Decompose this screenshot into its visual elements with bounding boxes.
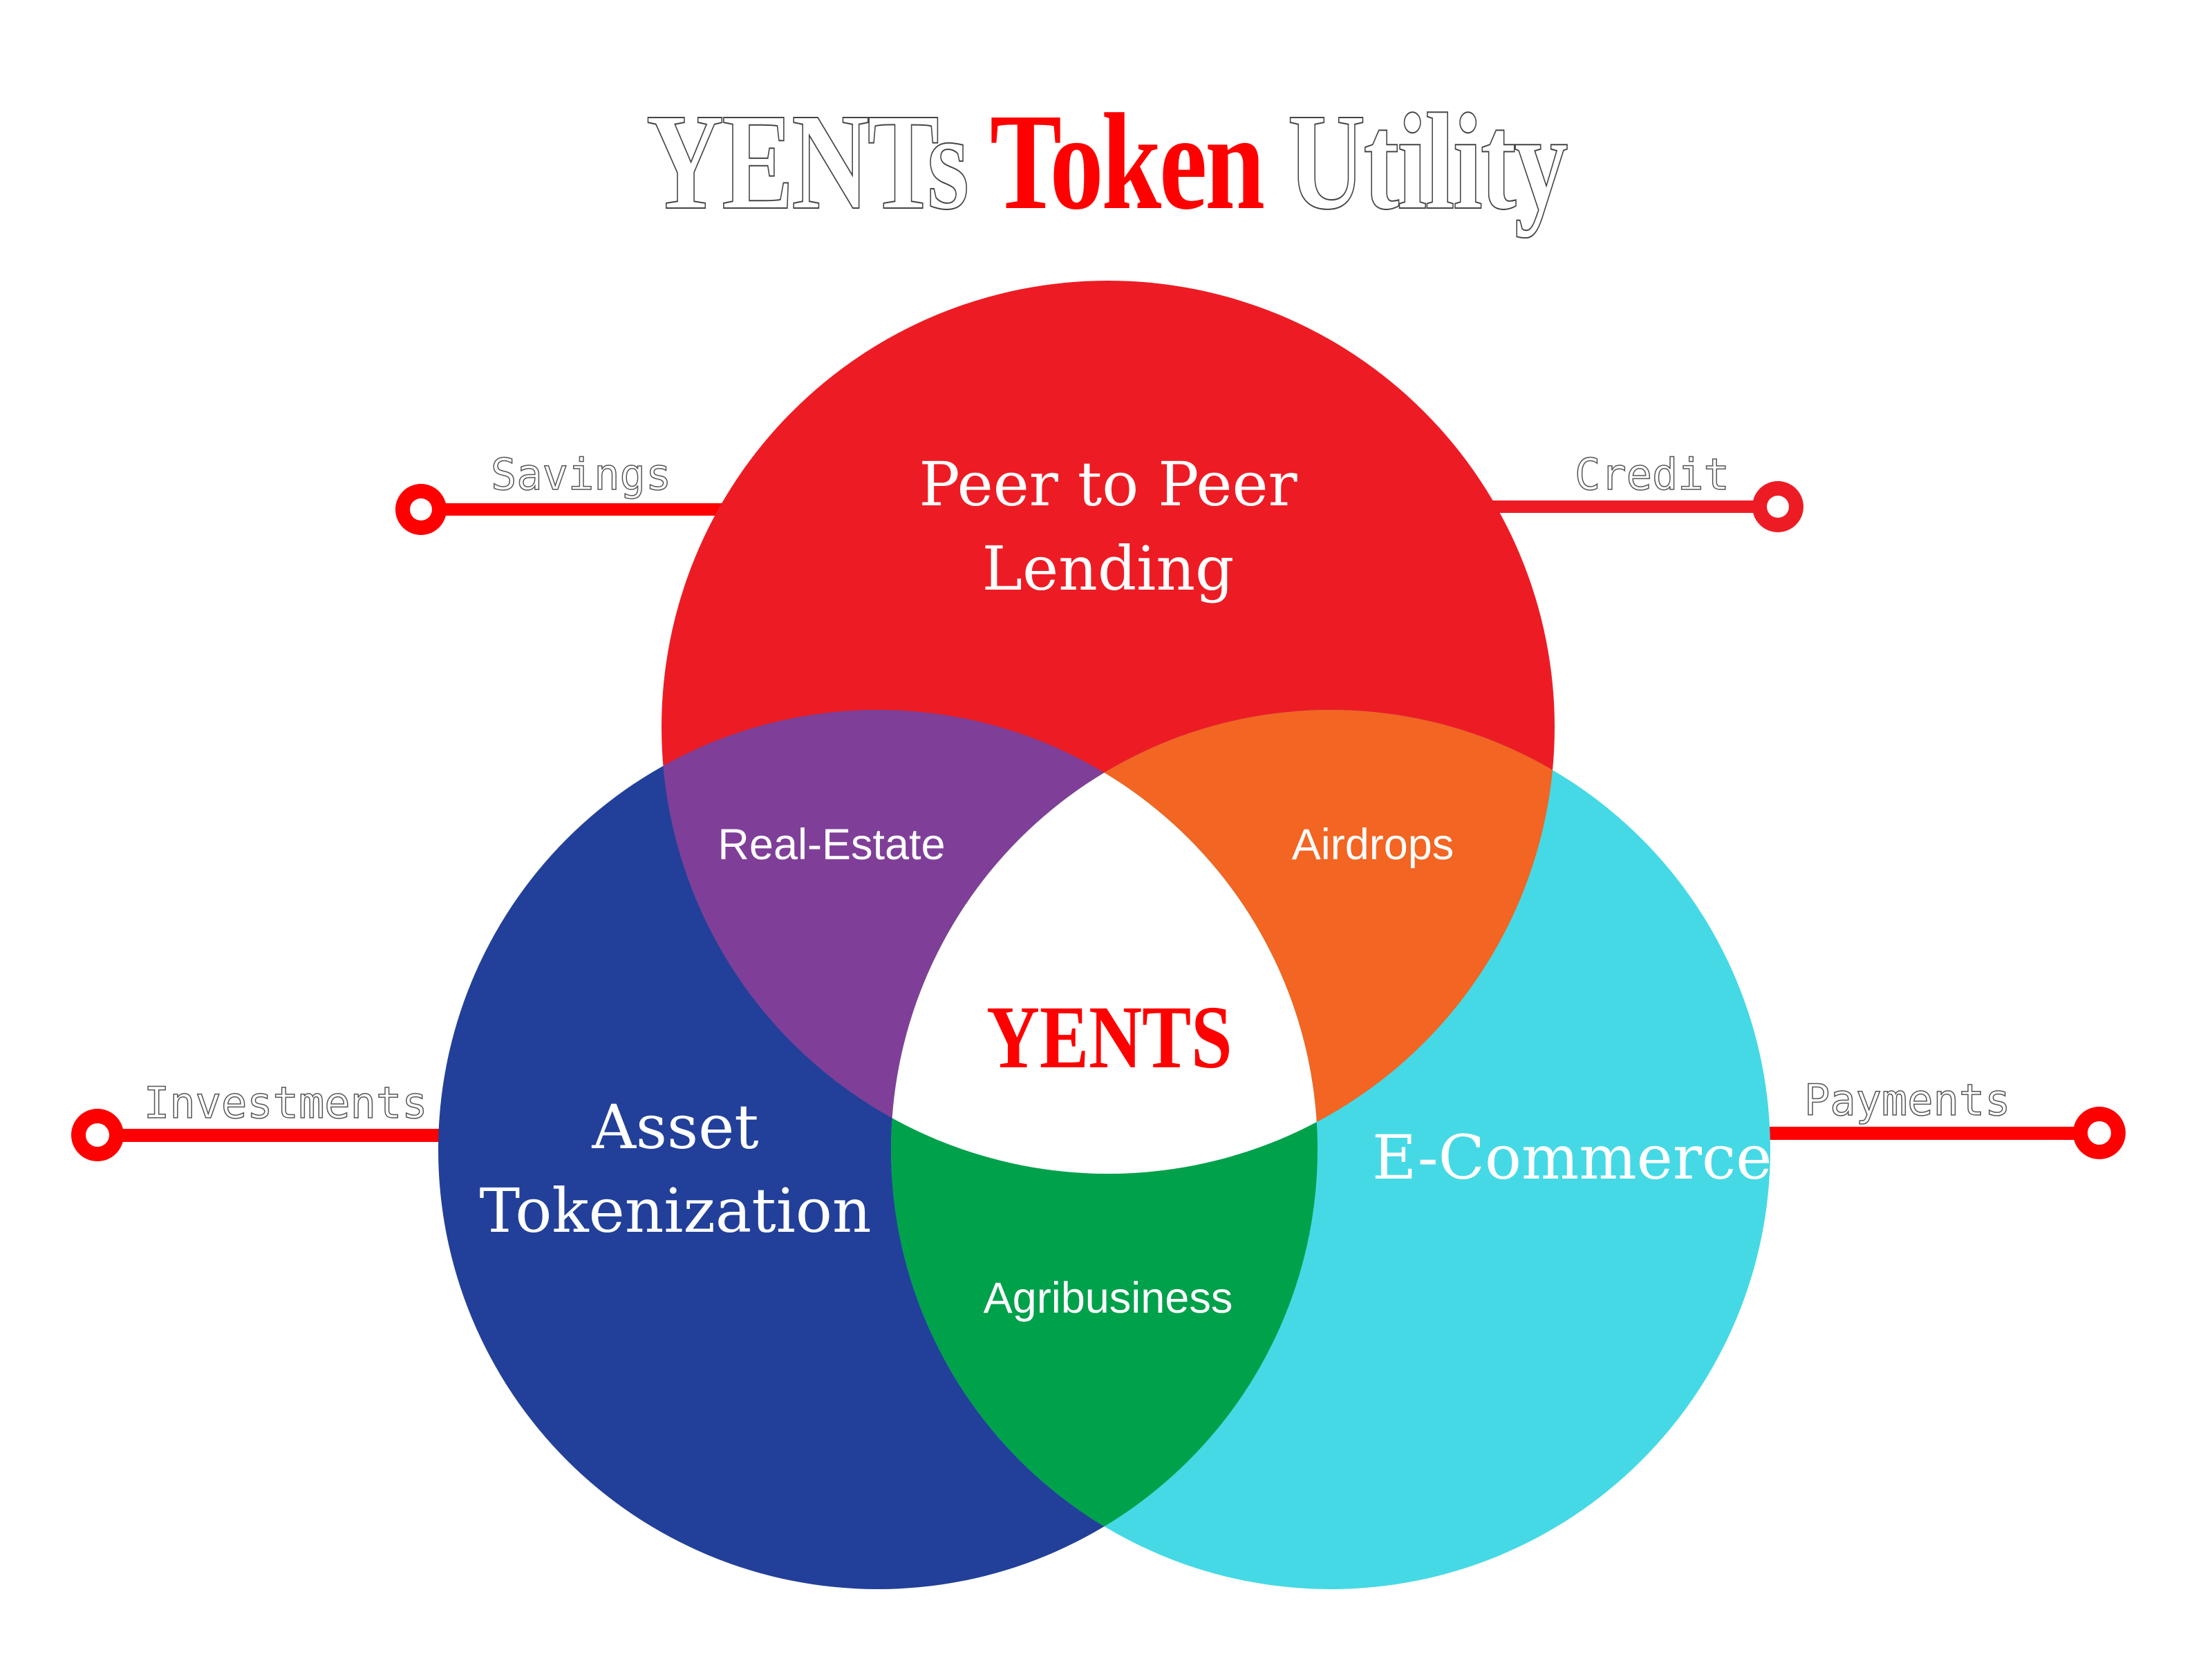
label-real-estate: Real-Estate xyxy=(718,821,946,869)
label-asset-line2: Tokenization xyxy=(479,1175,872,1246)
label-asset-tokenization: Asset Tokenization xyxy=(433,1085,917,1253)
label-airdrops: Airdrops xyxy=(1291,821,1454,869)
page-title: YENTs Token Utility xyxy=(0,83,2212,242)
label-peer-to-peer-lending: Peer to Peer Lending xyxy=(866,442,1350,611)
connector-savings xyxy=(395,484,743,535)
title-part-utility: Utility xyxy=(1287,85,1568,239)
label-investments: Investments xyxy=(143,1078,428,1128)
label-credit: Credit xyxy=(1574,449,1730,500)
label-agribusiness: Agribusiness xyxy=(983,1274,1233,1322)
label-payments: Payments xyxy=(1803,1075,2011,1125)
center-yents-text: YENTS xyxy=(986,988,1232,1087)
label-center-yents: YENTS xyxy=(902,993,1317,1082)
label-peer-line2: Lending xyxy=(982,533,1235,604)
label-savings: Savings xyxy=(490,449,672,500)
connector-investments xyxy=(71,1109,450,1161)
label-e-commerce: E-Commerce xyxy=(1372,1122,1772,1193)
title-part-token: Token xyxy=(989,86,1265,238)
intersection-center xyxy=(891,710,1318,1174)
connector-payments xyxy=(1756,1107,2126,1159)
label-peer-line1: Peer to Peer xyxy=(919,449,1297,520)
connector-credit xyxy=(1452,481,1803,532)
title-part-yents: YENTs xyxy=(646,85,970,239)
label-asset-line1: Asset xyxy=(592,1091,759,1163)
